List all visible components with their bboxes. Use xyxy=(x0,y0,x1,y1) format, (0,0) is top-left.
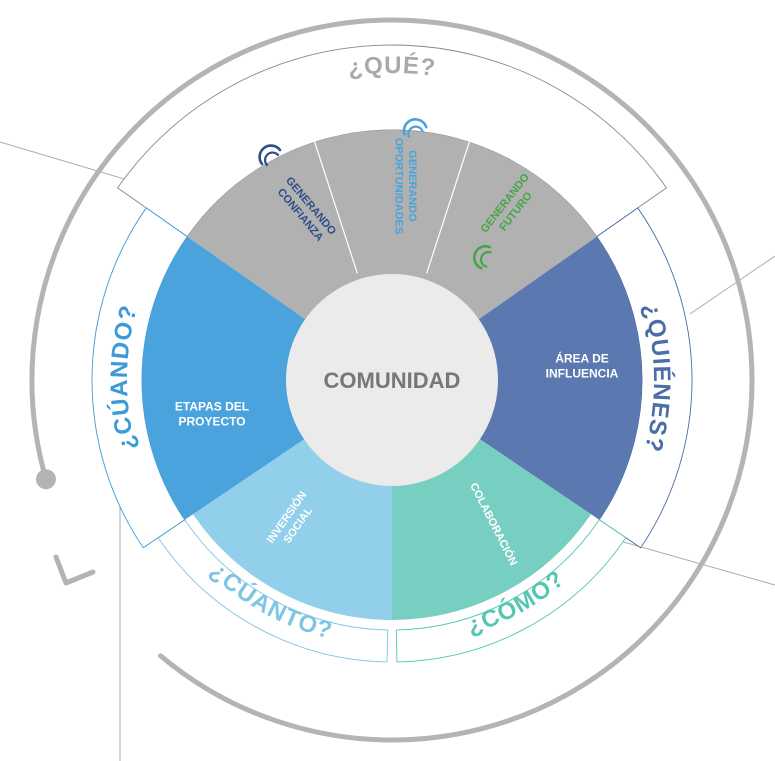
que-divider-2 xyxy=(426,108,481,274)
swoosh-oportunidades-icon xyxy=(402,118,428,138)
diagram-sectors xyxy=(141,108,643,620)
cycle-start-dot xyxy=(35,469,56,490)
label-generando-oportunidades-line-2: OPORTUNIDADES xyxy=(392,138,404,235)
swoosh-futuro-icon-arc-2 xyxy=(479,250,492,268)
label-etapas-proyecto-line-1: ETAPAS DEL xyxy=(175,400,249,414)
band-como xyxy=(395,519,627,663)
swoosh-confianza-icon-arc-2 xyxy=(264,151,280,167)
label-generando-oportunidades: GENERANDOOPORTUNIDADES xyxy=(392,138,418,235)
swoosh-futuro-icon-arc-1 xyxy=(472,244,492,270)
outer-cycle-arrow xyxy=(29,17,755,743)
swoosh-confianza-icon xyxy=(258,144,282,167)
sector-etapas-proyecto xyxy=(141,236,311,520)
center-group: COMUNIDAD xyxy=(286,274,498,486)
cycle-arrowhead xyxy=(53,554,96,586)
label-area-influencia-line-2: INFLUENCIA xyxy=(546,367,619,381)
question-que: ¿QUÉ? xyxy=(347,51,438,82)
question-que-text: ¿QUÉ? xyxy=(347,51,437,82)
label-area-influencia-line-1: ÁREA DE xyxy=(555,351,609,366)
sector-area-influencia xyxy=(473,236,643,520)
label-etapas-proyecto-line-2: PROYECTO xyxy=(178,415,245,429)
label-generando-oportunidades-line-1: GENERANDO xyxy=(406,150,418,222)
sector-que xyxy=(187,130,597,323)
swoosh-confianza-icon-arc-1 xyxy=(258,144,282,166)
que-divider-1 xyxy=(303,108,358,274)
swoosh-oportunidades-icon-arc-1 xyxy=(402,118,428,136)
swoosh-futuro-icon xyxy=(472,244,492,270)
outer-cycle-ring xyxy=(29,17,755,743)
sector-inversion-social xyxy=(193,435,392,620)
swoosh-oportunidades-icon-arc-2 xyxy=(407,125,424,138)
sector-colaboracion xyxy=(392,435,591,620)
center-label: COMUNIDAD xyxy=(324,368,461,393)
connector-line-2 xyxy=(689,255,775,315)
center-circle xyxy=(286,274,498,486)
